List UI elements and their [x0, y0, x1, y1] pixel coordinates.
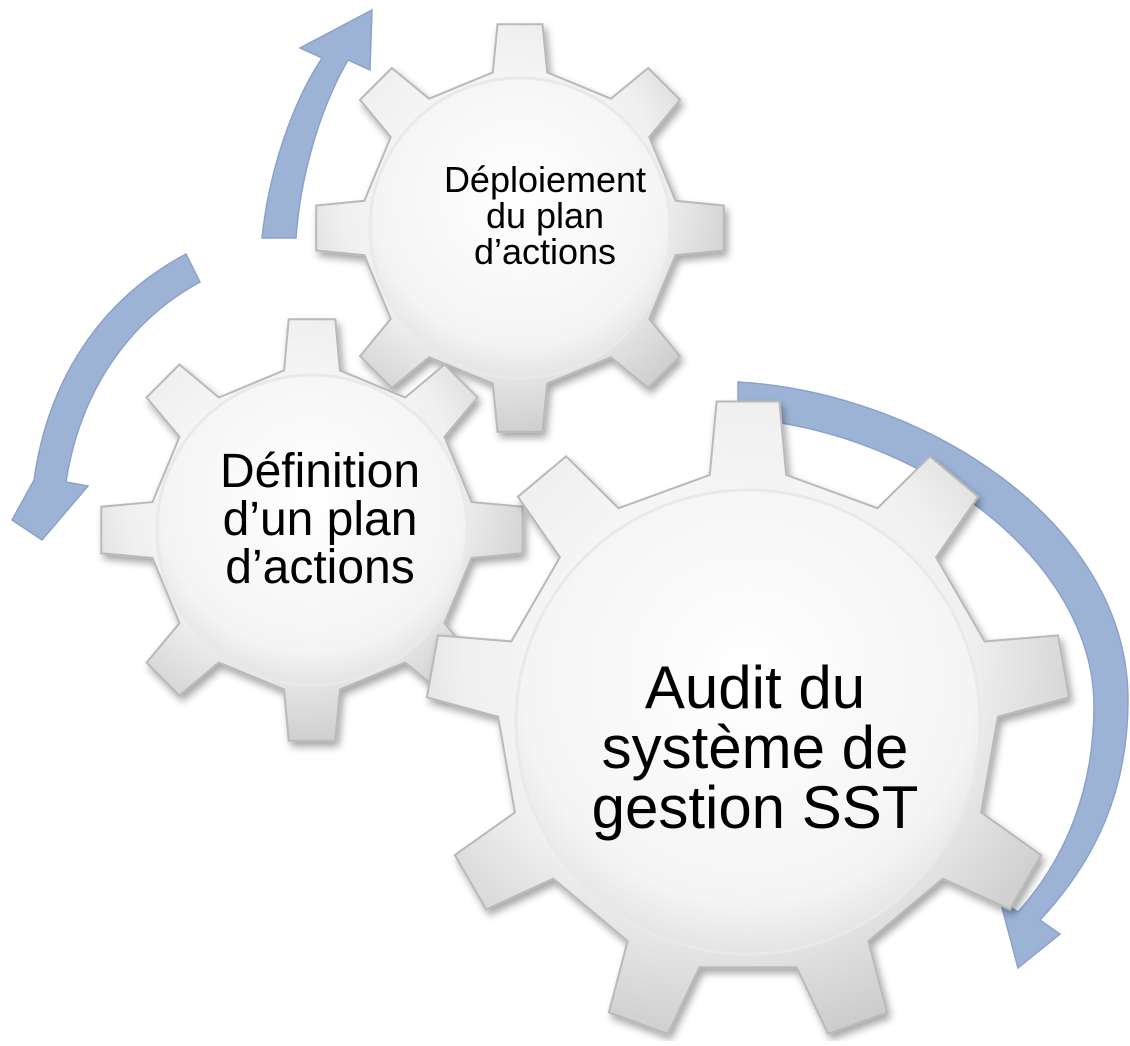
- gear-large-icon: [425, 400, 1071, 1036]
- gear-small-hub: [368, 76, 672, 380]
- arrow-down-left-icon: [11, 252, 201, 541]
- gear-small-icon: [315, 23, 725, 433]
- arrow-down-right-icon: [737, 381, 1129, 970]
- arrow-up-icon: [261, 8, 373, 239]
- gears-layer: [100, 23, 1071, 1036]
- gear-medium-hub: [155, 373, 469, 687]
- gear-medium-icon: [100, 318, 524, 742]
- cycle-arrows: [11, 8, 1129, 970]
- gear-large-hub: [514, 488, 982, 956]
